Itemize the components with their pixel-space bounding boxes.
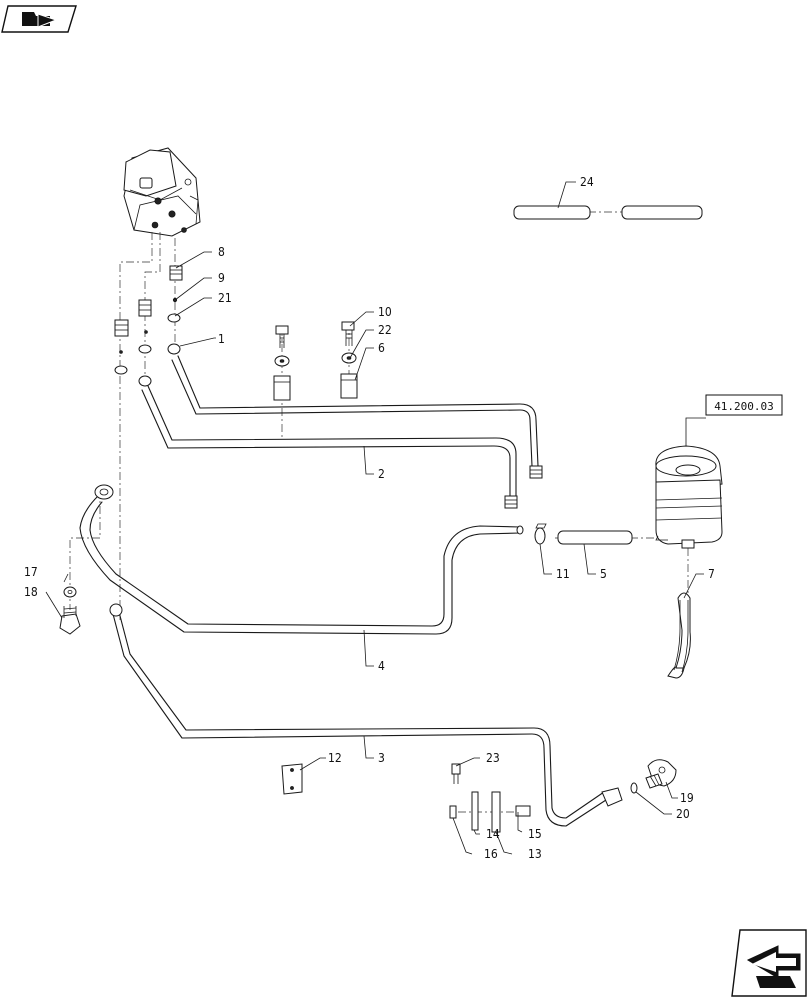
pipe-3 (109, 603, 623, 827)
callout-3: 3 (378, 751, 385, 765)
bolt-left (273, 325, 291, 401)
callout-labels: 1 2 3 4 5 6 7 8 9 10 11 12 13 14 15 16 1… (24, 175, 715, 861)
fitting-left-upper (138, 299, 152, 317)
center-lines (69, 211, 689, 813)
fitting-left-lower (114, 319, 129, 337)
pipe-2 (138, 375, 518, 509)
seal-20 (630, 782, 638, 794)
parts-13-16 (449, 791, 531, 833)
reservoir (655, 445, 723, 549)
bolt-10 (340, 321, 358, 399)
callout-21: 21 (218, 291, 232, 305)
callout-18: 18 (24, 585, 38, 599)
plate-12 (281, 763, 303, 795)
reference-box-41-200-03[interactable]: 41.200.03 (705, 394, 783, 416)
callout-1: 1 (218, 332, 225, 346)
svg-text:41.200.03: 41.200.03 (714, 400, 774, 413)
callout-15: 15 (528, 827, 542, 841)
bolt-18 (59, 606, 81, 635)
callout-6: 6 (378, 341, 385, 355)
callout-2: 2 (378, 467, 385, 481)
fitting-19 (645, 759, 677, 789)
callout-9: 9 (218, 271, 225, 285)
callout-19: 19 (680, 791, 694, 805)
pipe-4 (79, 484, 524, 635)
fitting-8 (169, 265, 183, 281)
callout-12: 12 (328, 751, 342, 765)
o-rings-and-washers (114, 297, 181, 375)
next-page-arrow-icon[interactable] (731, 929, 807, 997)
callout-13: 13 (528, 847, 542, 861)
callout-23: 23 (486, 751, 500, 765)
callout-17: 17 (24, 565, 38, 579)
hose-24 (513, 205, 703, 220)
callout-22: 22 (378, 323, 392, 337)
callout-8: 8 (218, 245, 225, 259)
hose-5 (557, 530, 633, 545)
callout-11: 11 (556, 567, 570, 581)
washer-17 (63, 586, 77, 598)
pipe-1 (167, 343, 543, 479)
callout-16: 16 (484, 847, 498, 861)
callout-20: 20 (676, 807, 690, 821)
callout-24: 24 (580, 175, 594, 189)
hose-7 (667, 592, 691, 679)
callout-5: 5 (600, 567, 607, 581)
callout-7: 7 (708, 567, 715, 581)
callout-14: 14 (486, 827, 500, 841)
clamp-11 (534, 523, 547, 545)
callout-10: 10 (378, 305, 392, 319)
folder-arrow-icon[interactable] (1, 5, 77, 33)
pump-assembly (123, 147, 201, 237)
callout-4: 4 (378, 659, 385, 673)
leader-lines (45, 181, 706, 855)
bolt-23 (451, 763, 461, 784)
